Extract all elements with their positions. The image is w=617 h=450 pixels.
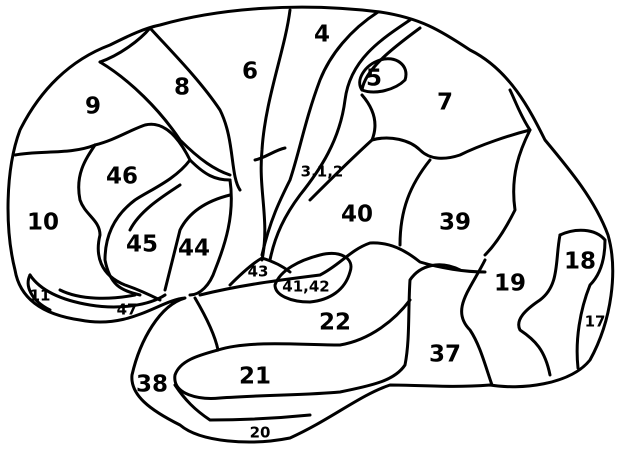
area-label-44: 44 (178, 236, 210, 262)
area-label-8: 8 (174, 75, 190, 101)
region-boundaries (6, 5, 615, 444)
area-label-17: 17 (585, 313, 606, 331)
area-label-38: 38 (136, 372, 168, 398)
area-labels: 4 6 8 9 5 7 46 3,1,2 40 39 10 45 44 43 4… (27, 22, 605, 442)
area-label-11: 11 (30, 287, 51, 305)
area-label-5: 5 (366, 66, 382, 92)
area-label-20: 20 (250, 424, 271, 442)
area-label-7: 7 (437, 90, 453, 116)
area-label-46: 46 (106, 164, 138, 190)
area-label-10: 10 (27, 210, 59, 236)
area-label-19: 19 (494, 271, 526, 297)
area-label-9: 9 (85, 94, 101, 120)
area-label-43: 43 (248, 263, 269, 281)
area-label-39: 39 (439, 210, 471, 236)
area-label-37: 37 (429, 342, 461, 368)
area-label-6: 6 (242, 59, 258, 85)
area-label-18: 18 (564, 249, 596, 275)
area-label-41-42: 41,42 (282, 278, 329, 296)
area-label-21: 21 (239, 364, 271, 390)
area-label-4: 4 (314, 22, 330, 48)
area-label-45: 45 (126, 232, 158, 258)
area-label-47: 47 (117, 301, 138, 319)
area-label-22: 22 (319, 310, 351, 336)
area-label-40: 40 (341, 202, 373, 228)
area-label-3-1-2: 3,1,2 (301, 163, 344, 181)
